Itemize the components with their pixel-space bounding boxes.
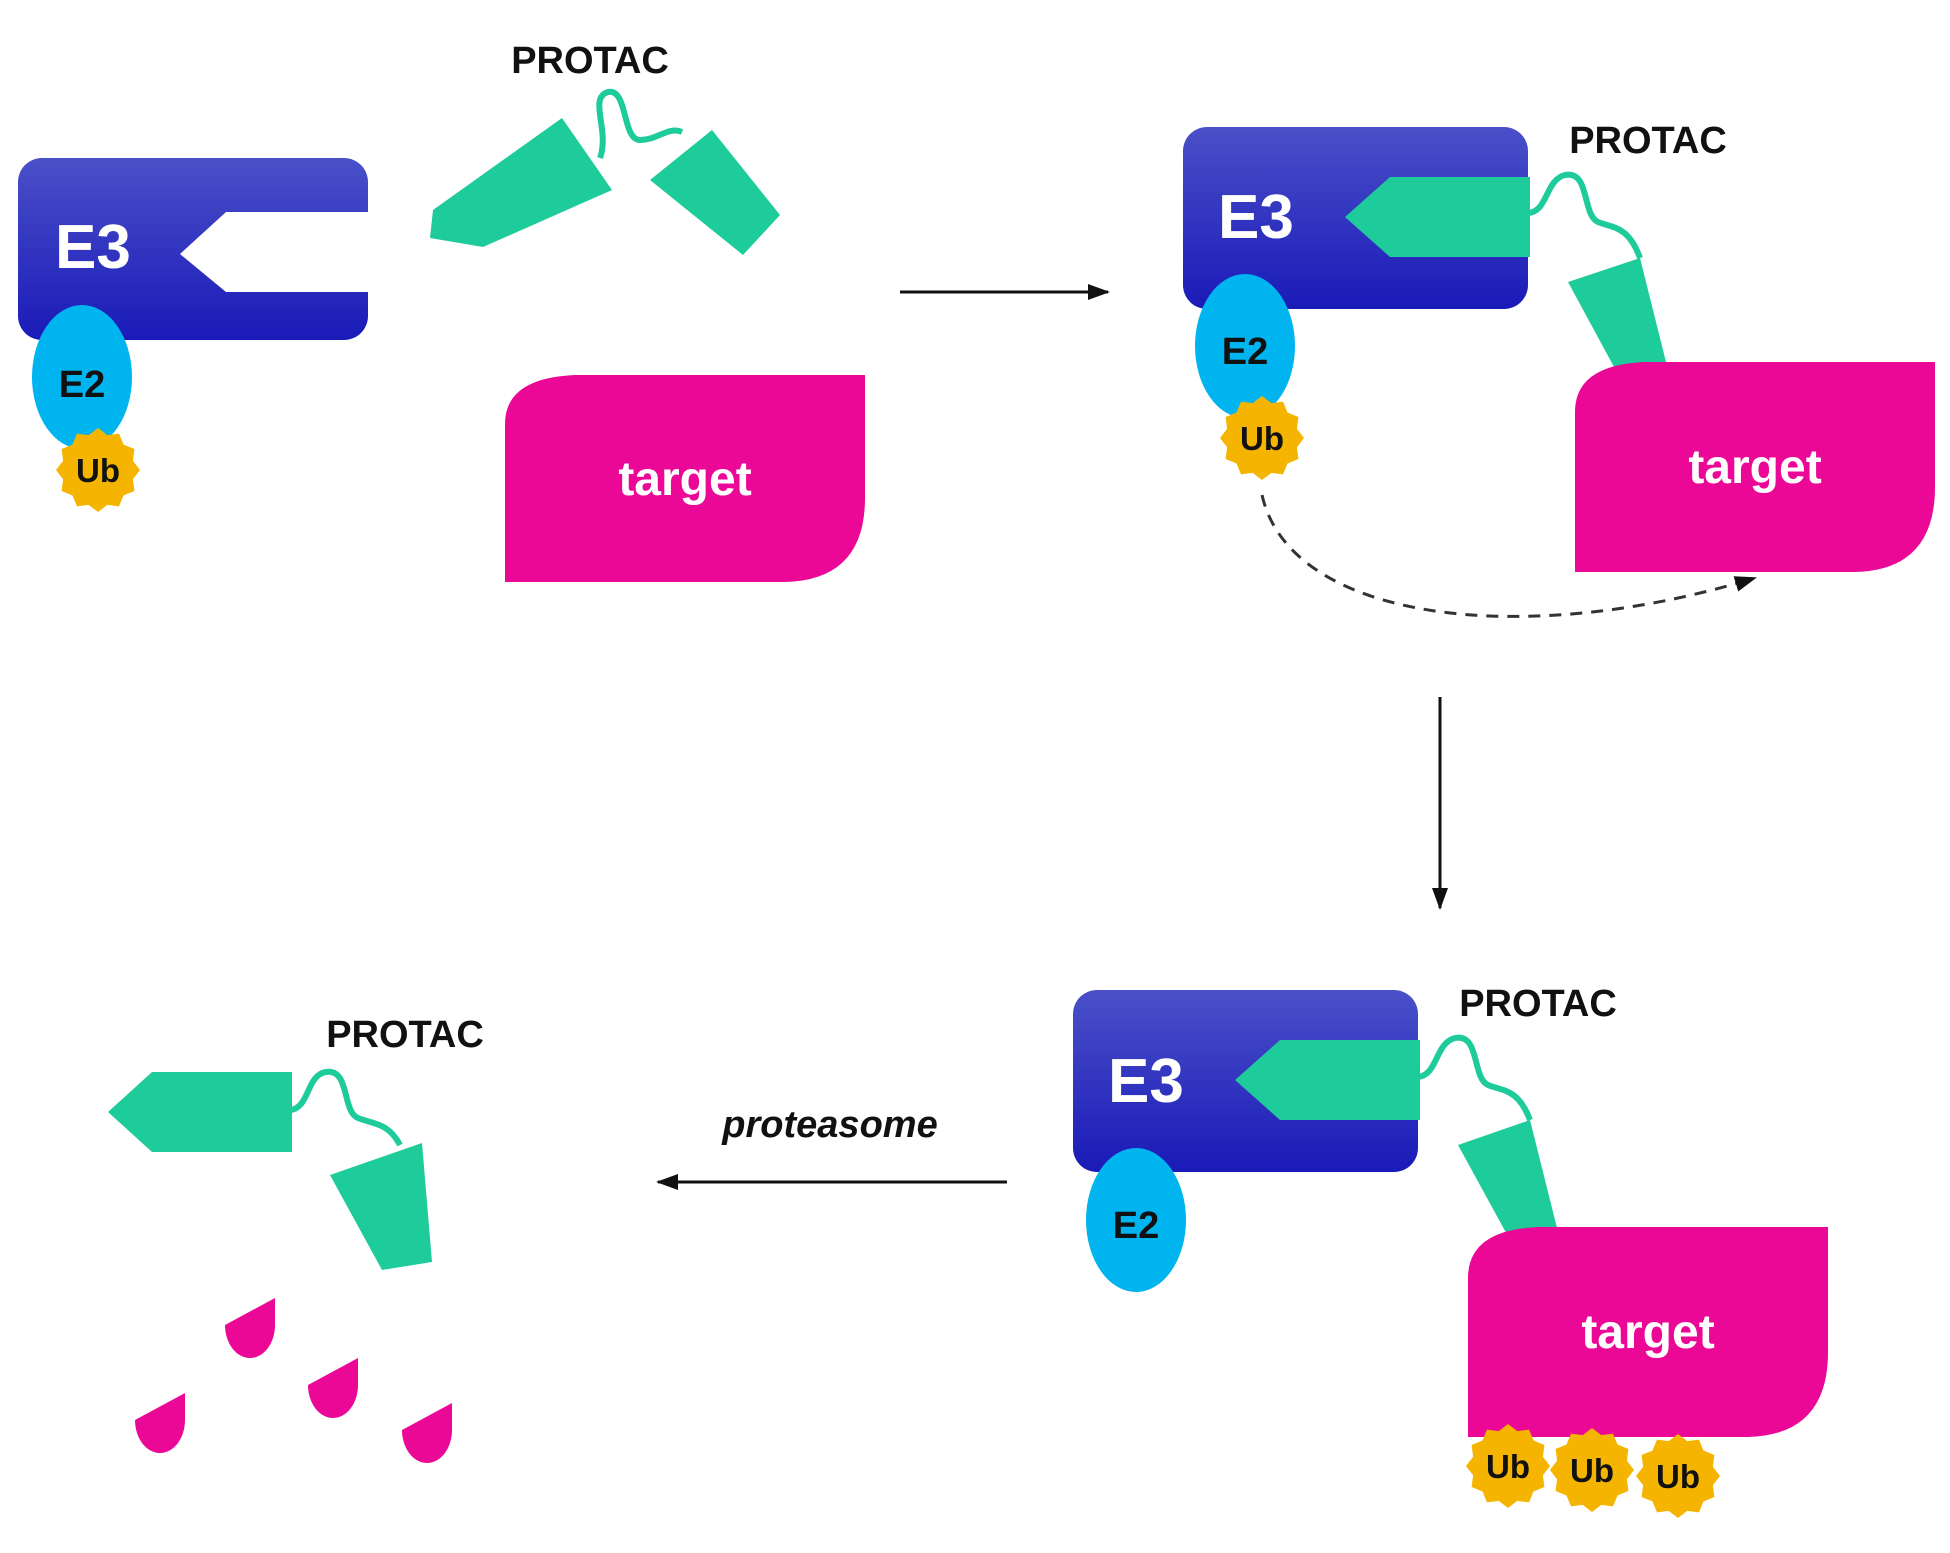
e3-label: E3 (55, 213, 131, 282)
peptide-fragment (135, 1393, 186, 1454)
target-protein (1468, 1227, 1828, 1437)
e3-label: E3 (1108, 1047, 1184, 1116)
protac-ligand-icon (650, 130, 780, 255)
protac-warhead-icon (1345, 177, 1530, 257)
ubiquitin-transfer-arrow (1260, 494, 1757, 618)
protac-linker (596, 88, 684, 160)
target-protein (1575, 362, 1935, 572)
peptide-fragment (225, 1298, 275, 1358)
peptide-fragment (402, 1403, 452, 1463)
protac-ligand-icon (1568, 258, 1668, 378)
e3-empty-binding-pocket (180, 212, 368, 292)
protac-linker (1527, 171, 1643, 260)
ubiquitin-icon (56, 428, 140, 512)
protac-molecule (430, 88, 780, 255)
e2-label: E2 (59, 364, 105, 406)
target-label: target (1688, 441, 1821, 494)
ubiquitin-label: Ub (1570, 1452, 1614, 1489)
protac-linker (289, 1068, 403, 1147)
e2-enzyme (1195, 274, 1295, 418)
protac-ligand-icon (1458, 1120, 1558, 1240)
proteasome-label: proteasome (721, 1104, 937, 1146)
ubiquitin-icon (1636, 1434, 1720, 1518)
target-label: target (618, 453, 751, 506)
e2-enzyme (1086, 1148, 1186, 1292)
ubiquitin-label: Ub (1656, 1458, 1700, 1495)
e2-enzyme (32, 305, 132, 449)
degraded-peptide-fragments (135, 1298, 452, 1463)
protac-molecule (108, 1068, 432, 1270)
protac-warhead-icon (430, 118, 612, 247)
peptide-fragment (308, 1358, 358, 1418)
panel-ternary-complex: E3 PROTAC E2 Ub target (1183, 120, 1935, 618)
ubiquitin-icon (1466, 1424, 1550, 1508)
protac-linker (1417, 1034, 1533, 1122)
protac-label: PROTAC (511, 40, 669, 82)
target-protein (505, 375, 865, 582)
ubiquitin-label: Ub (76, 452, 120, 489)
panel-degradation: PROTAC (108, 1014, 484, 1463)
panel-polyubiquitination: E3 PROTAC E2 target Ub Ub Ub (1073, 983, 1828, 1518)
e3-label: E3 (1218, 183, 1294, 252)
protac-label: PROTAC (1569, 120, 1727, 162)
polyubiquitin-chain: Ub Ub Ub (1466, 1424, 1720, 1518)
protac-warhead-icon (108, 1072, 292, 1152)
protac-label: PROTAC (326, 1014, 484, 1056)
protac-warhead-icon (1235, 1040, 1420, 1120)
ubiquitin-label: Ub (1240, 420, 1284, 457)
ubiquitin-label: Ub (1486, 1448, 1530, 1485)
protac-label: PROTAC (1459, 983, 1617, 1025)
ubiquitin-icon (1220, 396, 1304, 480)
ubiquitin-icon (1550, 1428, 1634, 1512)
protac-ligand-icon (330, 1143, 432, 1270)
panel-initial: E3 E2 Ub PROTAC target (18, 40, 865, 582)
e2-label: E2 (1222, 331, 1268, 373)
e2-label: E2 (1113, 1205, 1159, 1247)
target-label: target (1581, 1306, 1714, 1359)
